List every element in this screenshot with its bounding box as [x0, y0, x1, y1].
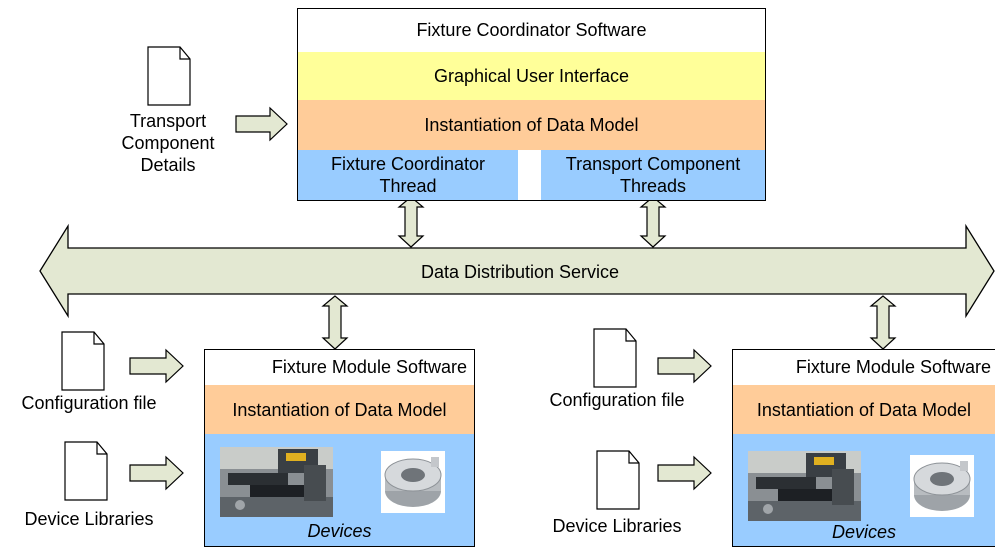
library-document-icon-1 [64, 441, 108, 501]
coordinator-title: Fixture Coordinator Software [416, 20, 647, 40]
fixture-apparatus-image-2 [748, 451, 861, 521]
load-cell-image-2 [910, 455, 974, 517]
load-cell-image [381, 451, 445, 513]
config-file-label-1: Configuration file [21, 393, 157, 413]
transport-component-details-label: Transport Component Details [121, 111, 215, 175]
config-input-arrow-1 [129, 348, 184, 384]
module-2-link-arrow [869, 295, 897, 350]
coordinator-thread-link-arrow [397, 196, 425, 248]
module-1-devices-label: Devices [307, 521, 372, 541]
libraries-input-arrow-1 [129, 455, 184, 491]
transport-thread-link-arrow [639, 196, 667, 248]
dds-bus-arrow [39, 223, 995, 319]
module-1-title: Fixture Module Software [271, 357, 467, 377]
libraries-input-arrow-2 [657, 455, 712, 491]
fixture-apparatus-image [220, 447, 333, 517]
transport-component-threads: Transport Component Threads [541, 150, 765, 200]
coordinator-data-model-layer: Instantiation of Data Model [298, 100, 765, 150]
dds-label: Data Distribution Service [420, 262, 620, 282]
transport-input-arrow [235, 106, 288, 142]
config-document-icon-1 [61, 331, 105, 391]
config-document-icon-2 [593, 328, 637, 388]
config-file-label-2: Configuration file [549, 390, 685, 410]
module-2-data-model-layer: Instantiation of Data Model [733, 385, 995, 434]
module-2-devices-label: Devices [831, 522, 897, 542]
module-1-data-model-layer: Instantiation of Data Model [205, 385, 474, 434]
library-document-icon-2 [596, 450, 640, 510]
device-libraries-label-1: Device Libraries [24, 509, 154, 529]
fixture-coordinator-thread: Fixture Coordinator Thread [298, 150, 518, 200]
module-1-link-arrow [321, 295, 349, 350]
device-libraries-label-2: Device Libraries [552, 516, 682, 536]
config-input-arrow-2 [657, 348, 712, 384]
transport-document-icon [147, 46, 191, 106]
module-2-title: Fixture Module Software [795, 357, 991, 377]
gui-layer: Graphical User Interface [298, 52, 765, 100]
